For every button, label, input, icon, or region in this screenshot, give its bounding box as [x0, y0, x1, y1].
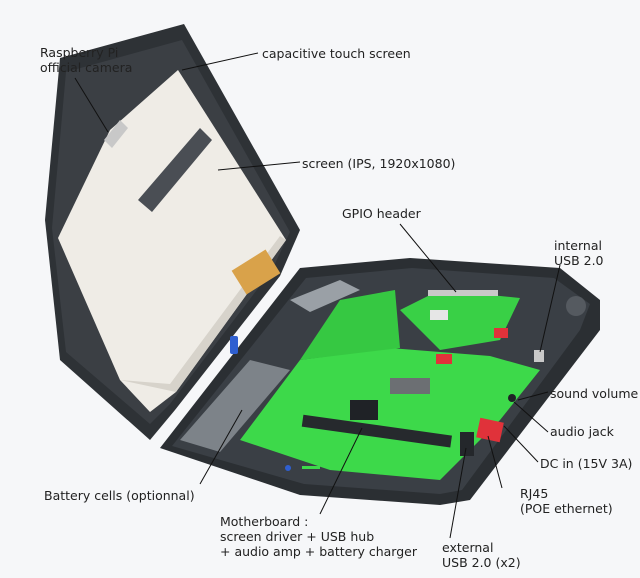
label-motherboard: Motherboard :screen driver + USB hub+ au…	[220, 514, 417, 559]
audio-jack-dot	[508, 394, 516, 402]
screen-shadow	[120, 236, 286, 392]
usb-internal	[534, 350, 544, 362]
leader-dc-in	[503, 425, 539, 463]
leader-touch	[181, 52, 259, 71]
leader-rj45	[487, 435, 503, 489]
label-screen: screen (IPS, 1920x1080)	[302, 156, 456, 171]
camera-ribbon	[104, 120, 128, 148]
label-audio-jack: audio jack	[550, 424, 614, 439]
gpio-header	[428, 290, 498, 296]
screen-panel	[58, 70, 286, 412]
usb-external	[460, 432, 474, 456]
flex-connector	[231, 249, 281, 295]
label-battery: Battery cells (optionnal)	[44, 488, 195, 503]
label-sound-volume: sound volume	[550, 386, 639, 401]
label-rj45: RJ45(POE ethernet)	[520, 486, 613, 516]
leader-battery	[199, 409, 243, 485]
leader-audio-jack	[513, 401, 549, 433]
rj45-port	[476, 417, 504, 443]
chip-3	[430, 310, 448, 320]
battery-cells-top	[290, 280, 360, 312]
raspberry-pi-board	[400, 290, 520, 350]
battery-cells	[180, 360, 290, 452]
leader-lines	[74, 52, 561, 539]
hdmi-bar	[301, 414, 452, 448]
leader-internal-usb	[539, 264, 561, 353]
leader-external-usb	[449, 447, 467, 539]
leader-gpio	[399, 223, 457, 293]
label-touch-screen: capacitive touch screen	[262, 46, 411, 61]
blue-latch	[230, 336, 238, 354]
status-leds	[302, 466, 320, 469]
pcb-upper	[300, 290, 400, 360]
ribbon-cable	[138, 128, 212, 212]
chip-2	[390, 378, 430, 394]
leader-screen	[217, 161, 301, 171]
leader-sound-volume	[517, 391, 549, 401]
label-gpio: GPIO header	[342, 206, 421, 221]
red-connector-2	[494, 328, 508, 338]
label-dc-in: DC in (15V 3A)	[540, 456, 633, 471]
leader-motherboard	[319, 427, 363, 515]
chip-1	[350, 400, 378, 420]
leader-camera	[74, 77, 109, 133]
speaker	[566, 296, 586, 316]
power-led	[285, 465, 291, 471]
red-connector-1	[436, 354, 452, 364]
